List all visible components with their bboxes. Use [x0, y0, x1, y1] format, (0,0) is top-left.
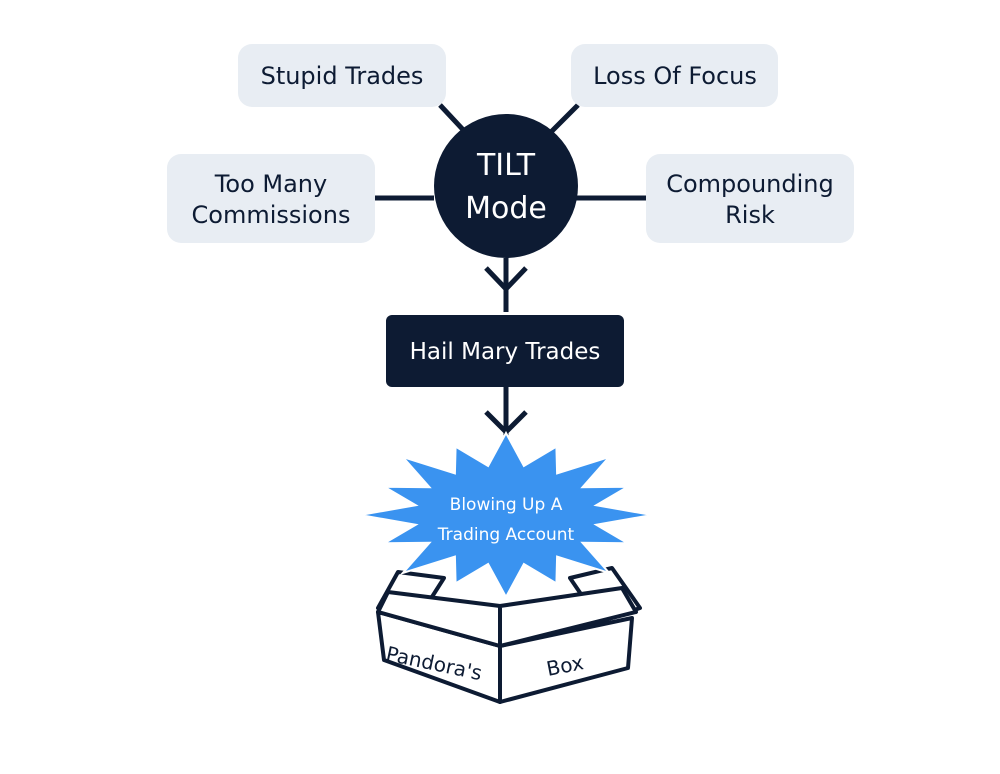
- cause-compounding-risk-line1: Compounding: [666, 170, 834, 198]
- tilt-mode-line2: Mode: [465, 191, 547, 226]
- cause-too-many-commissions-line1: Too Many: [214, 170, 327, 198]
- cause-too-many-commissions: Too Many Commissions: [167, 154, 375, 243]
- outcome-line2: Trading Account: [437, 525, 575, 545]
- explosion-burst-icon: Blowing Up A Trading Account: [359, 430, 653, 600]
- cause-stupid-trades: Stupid Trades: [238, 44, 446, 107]
- cause-stupid-trades-label: Stupid Trades: [261, 62, 424, 90]
- cause-compounding-risk-line2: Risk: [725, 201, 775, 229]
- tilt-mode-circle: TILT Mode: [434, 114, 578, 258]
- arrow-hail-mary-to-outcome: [484, 387, 528, 436]
- hail-mary-trades-label: Hail Mary Trades: [410, 339, 601, 365]
- arrow-tilt-to-hail-mary: [484, 258, 528, 312]
- connector-loss-of-focus: [546, 103, 580, 137]
- hail-mary-trades-box: Hail Mary Trades: [386, 315, 624, 387]
- cause-loss-of-focus: Loss Of Focus: [571, 44, 778, 107]
- cause-compounding-risk: Compounding Risk: [646, 154, 854, 243]
- cause-loss-of-focus-label: Loss Of Focus: [593, 62, 757, 90]
- cause-too-many-commissions-line2: Commissions: [192, 201, 351, 229]
- outcome-line1: Blowing Up A: [450, 495, 563, 515]
- tilt-mode-line1: TILT: [476, 148, 536, 183]
- pandoras-box-icon: Pandora's Box: [376, 566, 642, 704]
